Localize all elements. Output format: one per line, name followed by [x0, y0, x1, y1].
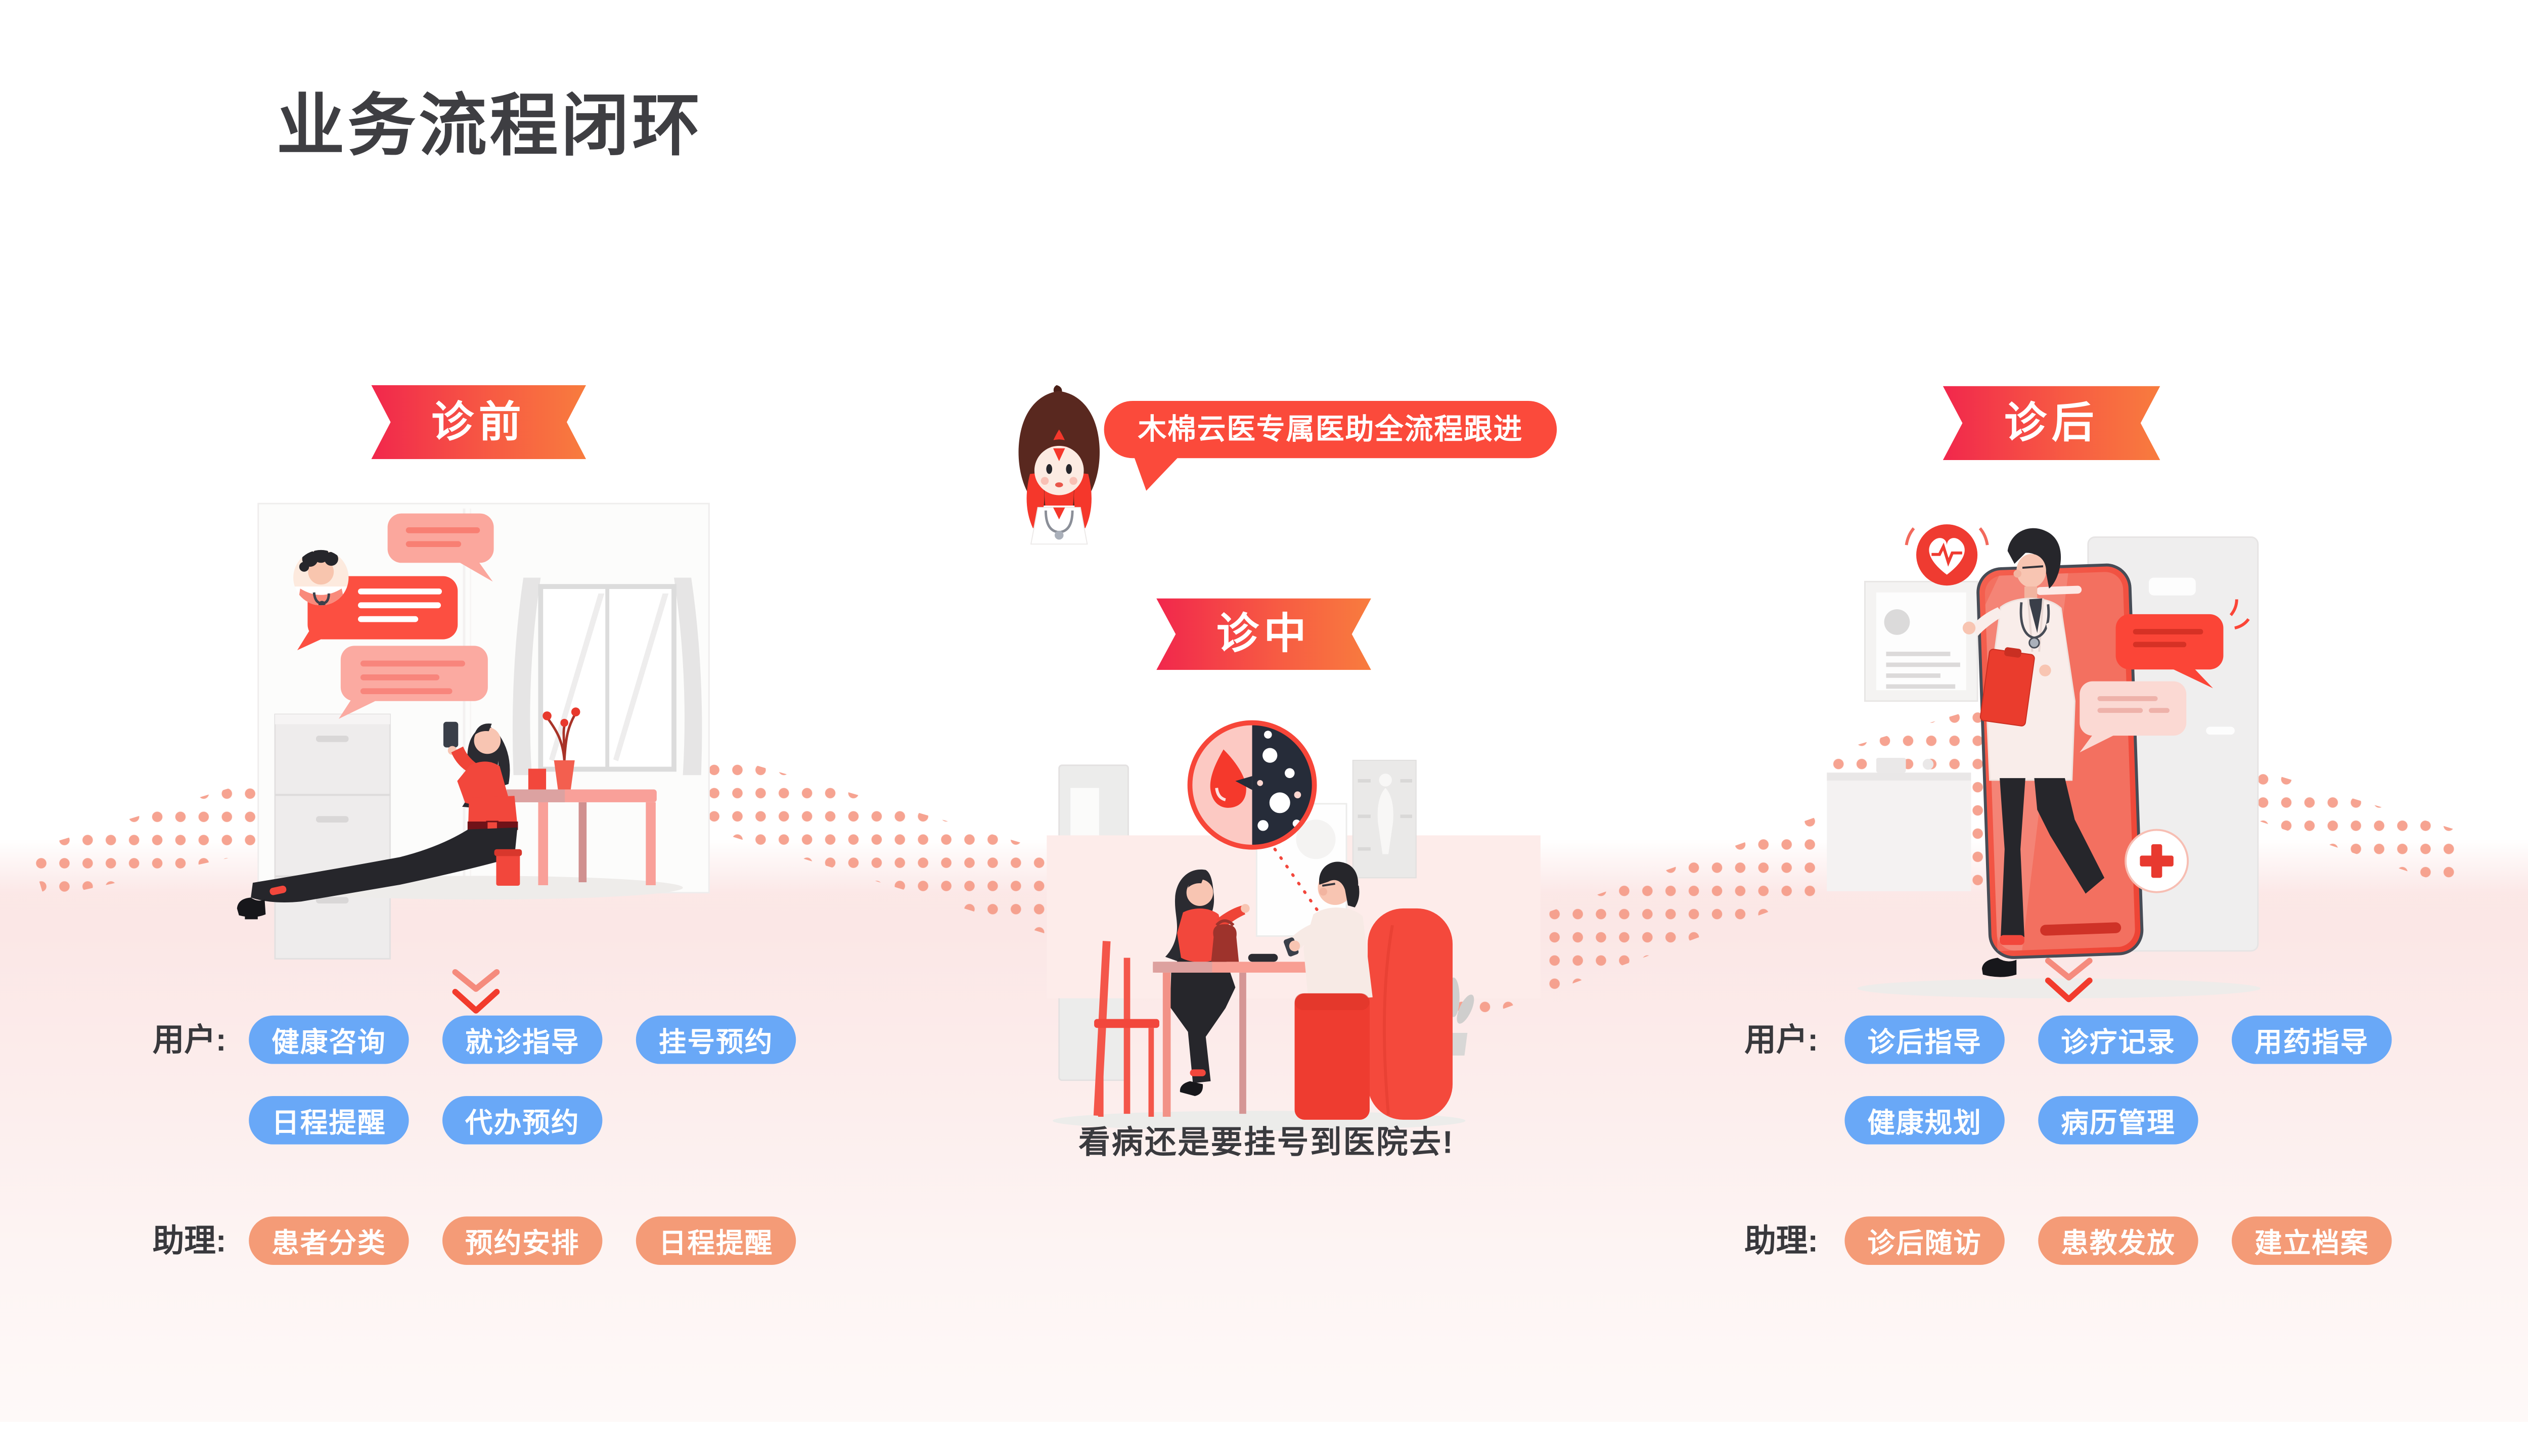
- window-icon: [512, 577, 702, 776]
- stage-ribbon-post: 诊后: [1943, 386, 2160, 461]
- cabinet-icon: [274, 713, 391, 960]
- mid-caption: 看病还是要挂号到医院去!: [1078, 1124, 1455, 1160]
- user-pills-right: 诊后指导诊疗记录用药指导健康规划病历管理: [1844, 1015, 2392, 1145]
- clipboard-icon: [1979, 647, 2035, 726]
- tag-pill-row: 诊后随访患教发放建立档案: [1844, 1216, 2392, 1265]
- chat-bubble-pink-top: [387, 513, 494, 582]
- tag-pill: 日程提醒: [636, 1216, 796, 1265]
- tag-pill: 病历管理: [2038, 1096, 2198, 1145]
- tag-pill: 挂号预约: [636, 1015, 796, 1064]
- illustration-pre-consult: [237, 503, 710, 960]
- red-box: [496, 850, 520, 886]
- certificate: [1864, 580, 1978, 702]
- armchair-seat: [1294, 993, 1370, 1120]
- tag-pill: 就诊指导: [442, 1015, 603, 1064]
- tag-pill: 诊后指导: [1844, 1015, 2005, 1064]
- tag-pill-row: 诊后指导诊疗记录用药指导: [1844, 1015, 2392, 1064]
- chat-bubble-pink-bottom: [338, 646, 488, 719]
- doctor-man-walking: [1962, 528, 2105, 977]
- tag-pill: 患者分类: [249, 1216, 409, 1265]
- stage-ribbon-mid: 诊中: [1156, 598, 1371, 670]
- page-title: 业务流程闭环: [276, 87, 703, 164]
- tag-pill-row: 日程提醒代办预约: [249, 1096, 796, 1145]
- mascot-medical-assistant: [1018, 385, 1100, 545]
- tag-pill: 健康规划: [1844, 1096, 2005, 1145]
- assistant-pills-right: 诊后随访患教发放建立档案: [1844, 1216, 2392, 1265]
- chat-bubble-red: [297, 576, 458, 651]
- patient-woman-sitting: [1165, 869, 1250, 1096]
- stage-ribbon-pre: 诊前: [371, 385, 586, 460]
- tag-pill: 用药指导: [2232, 1015, 2392, 1064]
- tag-pill: 诊疗记录: [2038, 1015, 2198, 1064]
- user-label-left: 用户:: [152, 1022, 227, 1058]
- tag-pill: 诊后随访: [1844, 1216, 2005, 1265]
- tag-pill: 建立档案: [2232, 1216, 2392, 1265]
- tag-pill-row: 健康规划病历管理: [1844, 1096, 2391, 1145]
- assistant-banner: 木棉云医专属医助全流程跟进: [1104, 400, 1557, 459]
- chat-bubble-pink: [2080, 681, 2187, 753]
- tag-pill: 患教发放: [2038, 1216, 2198, 1265]
- tag-pill-row: 健康咨询就诊指导挂号预约: [249, 1015, 796, 1064]
- patient-woman: [237, 721, 518, 920]
- assistant-label-left: 助理:: [152, 1222, 227, 1259]
- doctor-avatar: [293, 550, 349, 606]
- anatomy-chart: [1352, 759, 1417, 879]
- side-table: [506, 707, 657, 885]
- chat-bubble-red: [2115, 599, 2250, 689]
- assistant-label-right: 助理:: [1744, 1222, 1819, 1259]
- blood-scope-icon: [1187, 720, 1323, 918]
- tag-pill-row: 患者分类预约安排日程提醒: [249, 1216, 796, 1265]
- slide-canvas: 业务流程闭环: [0, 87, 2528, 1422]
- user-label-right: 用户:: [1744, 1022, 1819, 1058]
- tag-pill: 代办预约: [442, 1096, 603, 1145]
- illustration-in-consult: [1047, 720, 1541, 1131]
- illustration-post-consult: [1827, 524, 2261, 998]
- tag-pill: 预约安排: [442, 1216, 603, 1265]
- assistant-pills-left: 患者分类预约安排日程提醒: [249, 1216, 796, 1265]
- patient-chair: [1093, 941, 1159, 1117]
- user-pills-left: 健康咨询就诊指导挂号预约日程提醒代办预约: [249, 1015, 796, 1145]
- tag-pill: 日程提醒: [249, 1096, 409, 1145]
- tag-pill: 健康咨询: [249, 1015, 409, 1064]
- medical-cross-icon: [2125, 829, 2189, 893]
- doctor-man-sitting: [1283, 861, 1373, 1003]
- chevron-down-icon: [2045, 958, 2093, 1003]
- chevron-down-icon: [452, 969, 500, 1014]
- doctor-armchair: [1368, 908, 1453, 1120]
- heart-pulse-icon: [1905, 524, 1989, 586]
